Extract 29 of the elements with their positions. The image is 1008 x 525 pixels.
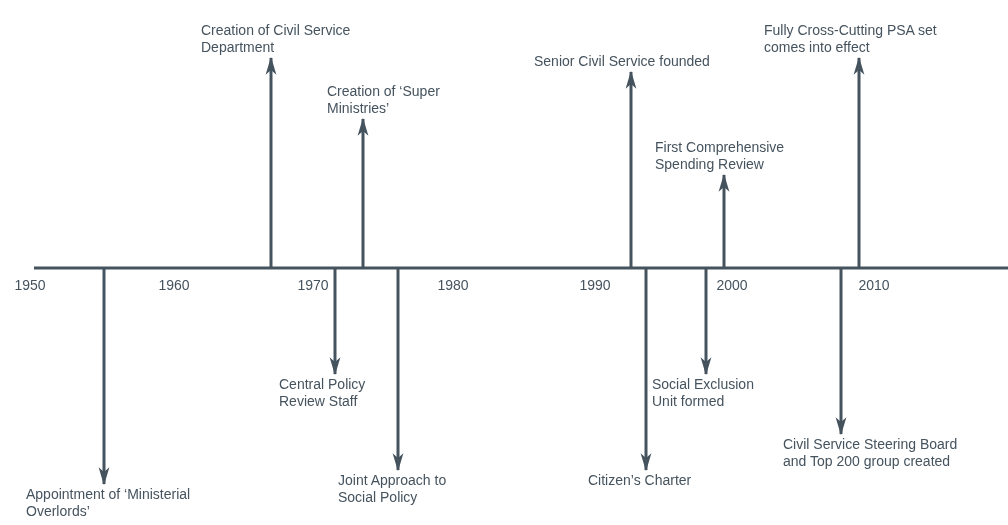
- arrow: [392, 268, 404, 472]
- event-label: Senior Civil Service founded: [534, 51, 744, 72]
- arrow: [640, 268, 652, 472]
- arrow: [357, 117, 369, 268]
- year-label: 2010: [858, 277, 890, 294]
- arrow: [98, 268, 110, 486]
- arrow: [718, 173, 730, 268]
- event-label: Creation of Civil Service Department: [201, 20, 351, 58]
- arrow: [329, 268, 341, 376]
- year-label: 1970: [297, 277, 329, 294]
- event-label: Social Exclusion Unit formed: [652, 374, 777, 412]
- event-label: First Comprehensive Spending Review: [655, 137, 815, 175]
- arrow: [625, 70, 637, 268]
- year-label: 1980: [437, 277, 469, 294]
- year-label: 1990: [579, 277, 611, 294]
- event-label: Fully Cross-Cutting PSA set comes into effect: [764, 20, 964, 58]
- arrow: [835, 268, 847, 436]
- arrow: [265, 56, 277, 268]
- year-label: 1950: [14, 277, 46, 294]
- event-label: Appointment of ‘Ministerial Overlords’: [26, 484, 196, 522]
- event-label: Creation of ‘Super Ministries’: [327, 81, 452, 119]
- arrow: [853, 56, 865, 268]
- event-label: Joint Approach to Social Policy: [338, 470, 473, 508]
- year-label: 2000: [716, 277, 748, 294]
- event-label: Central Policy Review Staff: [279, 374, 399, 412]
- event-label: Citizen’s Charter: [588, 470, 718, 491]
- arrow: [700, 268, 712, 376]
- event-label: Civil Service Steering Board and Top 200 group created: [783, 434, 983, 472]
- year-label: 1960: [158, 277, 190, 294]
